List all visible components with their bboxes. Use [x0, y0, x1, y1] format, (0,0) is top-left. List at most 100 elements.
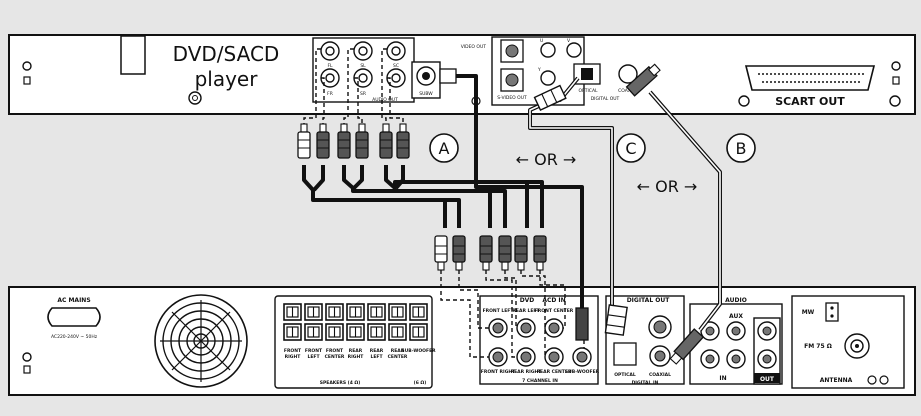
coaxial-cable-b	[625, 63, 722, 365]
cables	[297, 48, 722, 365]
callouts: A C B ← OR → ← OR →	[429, 133, 756, 196]
coaxial-out-jack	[618, 64, 638, 84]
screw-icon	[891, 61, 901, 71]
label-sr: SR	[360, 91, 366, 97]
jack-sc2	[386, 68, 406, 88]
dvd-label: DVD	[520, 297, 535, 304]
front-left-label: FRONT LEFT	[483, 308, 515, 314]
ground-icon	[879, 375, 889, 385]
label-optical: OPTICAL	[578, 88, 598, 94]
speaker-terminal	[325, 303, 344, 321]
rca-plug	[452, 235, 466, 271]
label-u: U	[540, 38, 543, 44]
clip-icon	[892, 76, 900, 85]
label-subw: SUBW	[419, 91, 433, 97]
rca-plug	[297, 123, 311, 159]
callout-b-circle	[726, 133, 756, 163]
coax-plug-bottom	[669, 328, 705, 365]
label-y: Y	[537, 67, 541, 73]
rear-right-label: REAR RIGHT	[511, 369, 543, 375]
label-svideo: S-VIDEO OUT	[497, 95, 527, 101]
dvd-player-title: DVD/SACD	[173, 42, 280, 66]
fan-grille-icon	[154, 294, 248, 388]
dvd-player-foot-slot	[120, 35, 146, 75]
scart-label: SCART OUT	[775, 95, 845, 108]
speaker-terminal	[346, 303, 365, 321]
subwoofer-cable	[439, 68, 589, 341]
dvd-side-rca-plugs	[297, 123, 410, 159]
ac-voltage-label: AC220-240V ~ 50Hz	[51, 334, 98, 340]
optical-in-label: OPTICAL	[614, 372, 636, 378]
jack-sl	[353, 41, 373, 61]
coaxial-in-label: COAXIAL	[649, 372, 671, 378]
jack-sc	[386, 41, 406, 61]
jack-front-left	[488, 318, 508, 338]
antenna-label: ANTENNA	[820, 377, 853, 384]
speaker-terminal	[346, 323, 365, 341]
optical-plug-bottom	[604, 304, 628, 336]
screw-icon	[738, 95, 750, 107]
speaker-terminal	[283, 323, 302, 341]
fm-label: FM 75 Ω	[804, 343, 832, 350]
speaker-terminal	[388, 303, 407, 321]
dvd-player-unit: DVD/SACD player FL SL SC FR SR AUDIO OUT	[8, 34, 916, 115]
subwoofer-label: SUB-WOOFER	[565, 369, 600, 375]
or-label-1: ← OR →	[516, 150, 577, 169]
front-center-label: FRONT CENTER	[535, 308, 574, 314]
label-digital-out: DIGITAL OUT	[591, 96, 620, 102]
speaker-terminal	[304, 323, 323, 341]
rear-left-label: REAR LEFT	[512, 308, 540, 314]
speaker-terminals	[283, 303, 428, 341]
label-sl: SL	[360, 63, 366, 69]
aux-jack-1	[700, 321, 720, 341]
acd-in-label: ACD IN	[542, 297, 565, 304]
mw-terminal	[825, 302, 839, 322]
optical-port	[581, 68, 593, 80]
label-video-out: VIDEO OUT	[461, 44, 487, 50]
receiver-dashed-leads	[440, 270, 585, 358]
rca-plug	[479, 235, 493, 271]
out-jack-1	[757, 321, 777, 341]
audio-label: AUDIO	[725, 297, 747, 304]
six-channel-cable-runs	[302, 165, 544, 228]
speaker-terminal	[304, 303, 323, 321]
mw-pin	[830, 314, 834, 318]
scart-pins	[758, 73, 864, 83]
digital-in-label: DIGITAL IN	[632, 380, 659, 386]
label-audio-out: AUDIO OUT	[372, 97, 398, 103]
label-v: V	[567, 38, 571, 44]
aux-jack-2	[726, 321, 746, 341]
ground-icon	[867, 375, 877, 385]
aux-jack-4	[726, 349, 746, 369]
rca-plug	[316, 123, 330, 159]
rca-plug	[514, 235, 528, 271]
speaker-terminal	[367, 303, 386, 321]
callout-a: A	[439, 139, 450, 158]
front-right-label: FRONT RIGHT	[481, 369, 516, 375]
screw-center	[192, 95, 198, 101]
optical-plug-top	[533, 84, 567, 112]
screw-icon	[22, 352, 32, 362]
screw-icon	[889, 95, 901, 107]
jack-rear-center	[544, 347, 564, 367]
jack-subwoofer	[572, 347, 592, 367]
out-label-bg	[754, 373, 780, 383]
screw-icon	[22, 61, 32, 71]
label-fl: FL	[327, 63, 333, 69]
subw-receiver-plug	[575, 307, 589, 341]
speakers-sub-label: (6 Ω)	[414, 380, 427, 386]
jack-front-right	[488, 347, 508, 367]
mw-pin	[830, 306, 834, 310]
speaker-terminal	[283, 303, 302, 321]
speaker-label: SUB-WOOFER	[401, 348, 436, 354]
dvd-player-subtitle: player	[195, 67, 259, 91]
subw-plug	[439, 68, 457, 84]
